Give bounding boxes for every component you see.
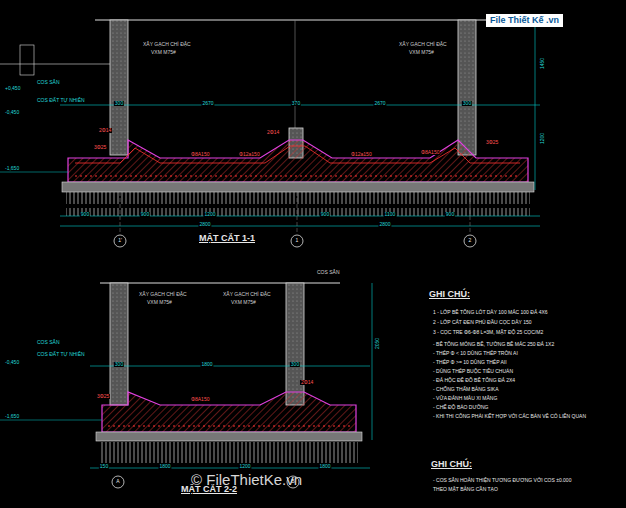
drawing-label: -0,450: [4, 110, 20, 115]
drawing-label: 3Φ25: [93, 145, 107, 150]
drawing-label: XÂY GẠCH CHỈ ĐẶC: [142, 42, 192, 47]
drawing-label: 370: [291, 101, 301, 106]
drawing-label: - ĐÁ HỘC ĐỂ ĐỔ BÊ TÔNG ĐÁ 2X4: [432, 378, 516, 383]
drawing-label: 3Φ25: [96, 394, 110, 399]
drawing-label: 300: [114, 101, 124, 106]
drawing-label: - CHỐNG THẤM BẰNG SIKA: [432, 387, 499, 392]
drawing-label: 3Φ25: [485, 140, 499, 145]
drawing-label: 2800: [378, 222, 391, 227]
drawing-label: - CHẾ ĐỘ BẢO DƯỠNG: [432, 405, 490, 410]
drawing-label: 900: [445, 212, 455, 217]
drawing-label: 1200: [203, 212, 216, 217]
drawing-label: 1450: [540, 57, 545, 70]
drawing-label: - KHI THI CÔNG PHẢI KẾT HỢP VỚI CÁC BẢN …: [432, 414, 587, 419]
drawing-label: VXM M75#: [150, 50, 177, 55]
drawing-label: 300: [290, 362, 300, 367]
drawing-label: 3 - CỌC TRE Φ6-Φ8 L=3M, MẬT ĐỘ 25 CỌC/M2: [432, 330, 544, 335]
drawing-label: - COS SÂN HOÀN THIỆN TƯƠNG ĐƯƠNG VỚI COS…: [432, 478, 572, 483]
drawing-label: © FileThietKe.vn: [190, 472, 303, 488]
drawing-label: +0,450: [4, 86, 21, 91]
drawing-label: VXM M75#: [230, 300, 257, 305]
drawing-label: Φ8A150: [190, 152, 210, 157]
drawing-label: - BÊ TÔNG MÓNG BỂ, TƯỜNG BỂ MÁC 250 ĐÁ 1…: [432, 342, 555, 347]
drawing-label: 2Φ14: [266, 130, 280, 135]
drawing-label: 1: [295, 238, 300, 243]
drawing-label: File Thiết Kế .vn: [486, 14, 563, 27]
drawing-label: - VỮA ĐÁNH MÀU XI MĂNG: [432, 396, 498, 401]
drawing-label: COS ĐẤT TỰ NHIÊN: [36, 352, 86, 357]
drawing-label: VXM M75#: [146, 300, 173, 305]
drawing-label: 2Φ14: [98, 128, 112, 133]
drawing-label: Φ12a150: [238, 152, 261, 157]
drawing-label: COS SÂN: [316, 270, 341, 275]
drawing-label: Φ12a150: [350, 152, 373, 157]
drawing-label: 2670: [373, 101, 386, 106]
drawing-label: XÂY GẠCH CHỈ ĐẶC: [398, 42, 448, 47]
drawing-label: COS ĐẤT TỰ NHIÊN: [36, 98, 86, 103]
drawing-label: 900: [320, 212, 330, 217]
drawing-label: -1,650: [4, 166, 20, 171]
drawing-label: 2670: [201, 101, 214, 106]
drawing-label: GHI CHÚ:: [430, 460, 473, 469]
drawing-label: - THÉP Φ < 10 DÙNG THÉP TRÒN AI: [432, 351, 519, 356]
drawing-label: 1100: [384, 212, 397, 217]
drawing-label: 1800: [158, 464, 171, 469]
drawing-label: GHI CHÚ:: [428, 290, 471, 299]
drawing-label: Φ8A150: [420, 150, 440, 155]
drawing-label: - DÙNG THÉP BUỘC TIÊU CHUẨN: [432, 369, 514, 374]
drawing-label: 1 - LỚP BÊ TÔNG LÓT DÀY 100 MÁC 100 ĐÁ 4…: [432, 310, 549, 315]
drawing-label: VXM M75#: [408, 50, 435, 55]
drawing-label: 300: [462, 101, 472, 106]
drawing-label: 900: [80, 212, 90, 217]
drawing-label: -1,650: [4, 414, 20, 419]
drawing-label: COS SÂN: [36, 80, 61, 85]
drawing-label: 1200: [540, 132, 545, 145]
drawing-label: 2: [468, 238, 473, 243]
drawing-label: 1': [117, 238, 123, 243]
drawing-label: XÂY GẠCH CHỈ ĐẶC: [222, 292, 272, 297]
drawing-label: MẶT CẮT 1-1: [198, 234, 256, 243]
drawing-label: 1800: [200, 362, 213, 367]
drawing-label: -0,450: [4, 360, 20, 365]
drawing-label: THEO MẶT BẰNG CẦN TẠO: [432, 487, 499, 492]
drawing-label: COS SÂN: [36, 340, 61, 345]
drawing-label: 1200: [238, 464, 251, 469]
drawing-label: 300: [114, 362, 124, 367]
drawing-label: A: [115, 479, 120, 484]
drawing-label: - THÉP Φ >= 10 DÙNG THÉP AII: [432, 360, 508, 365]
drawing-label: 150: [99, 464, 109, 469]
drawing-label: 2800: [198, 222, 211, 227]
drawing-label: XÂY GẠCH CHỈ ĐẶC: [138, 292, 188, 297]
drawing-label: 2Φ14: [300, 380, 314, 385]
drawing-label: 2050: [375, 337, 380, 350]
drawing-label: Φ8A150: [190, 397, 210, 402]
drawing-label: 2 - LỚP CÁT ĐEN PHỦ ĐẦU CỌC DÀY 150: [432, 320, 532, 325]
drawing-label: 1800: [318, 464, 331, 469]
drawing-label: 900: [140, 212, 150, 217]
